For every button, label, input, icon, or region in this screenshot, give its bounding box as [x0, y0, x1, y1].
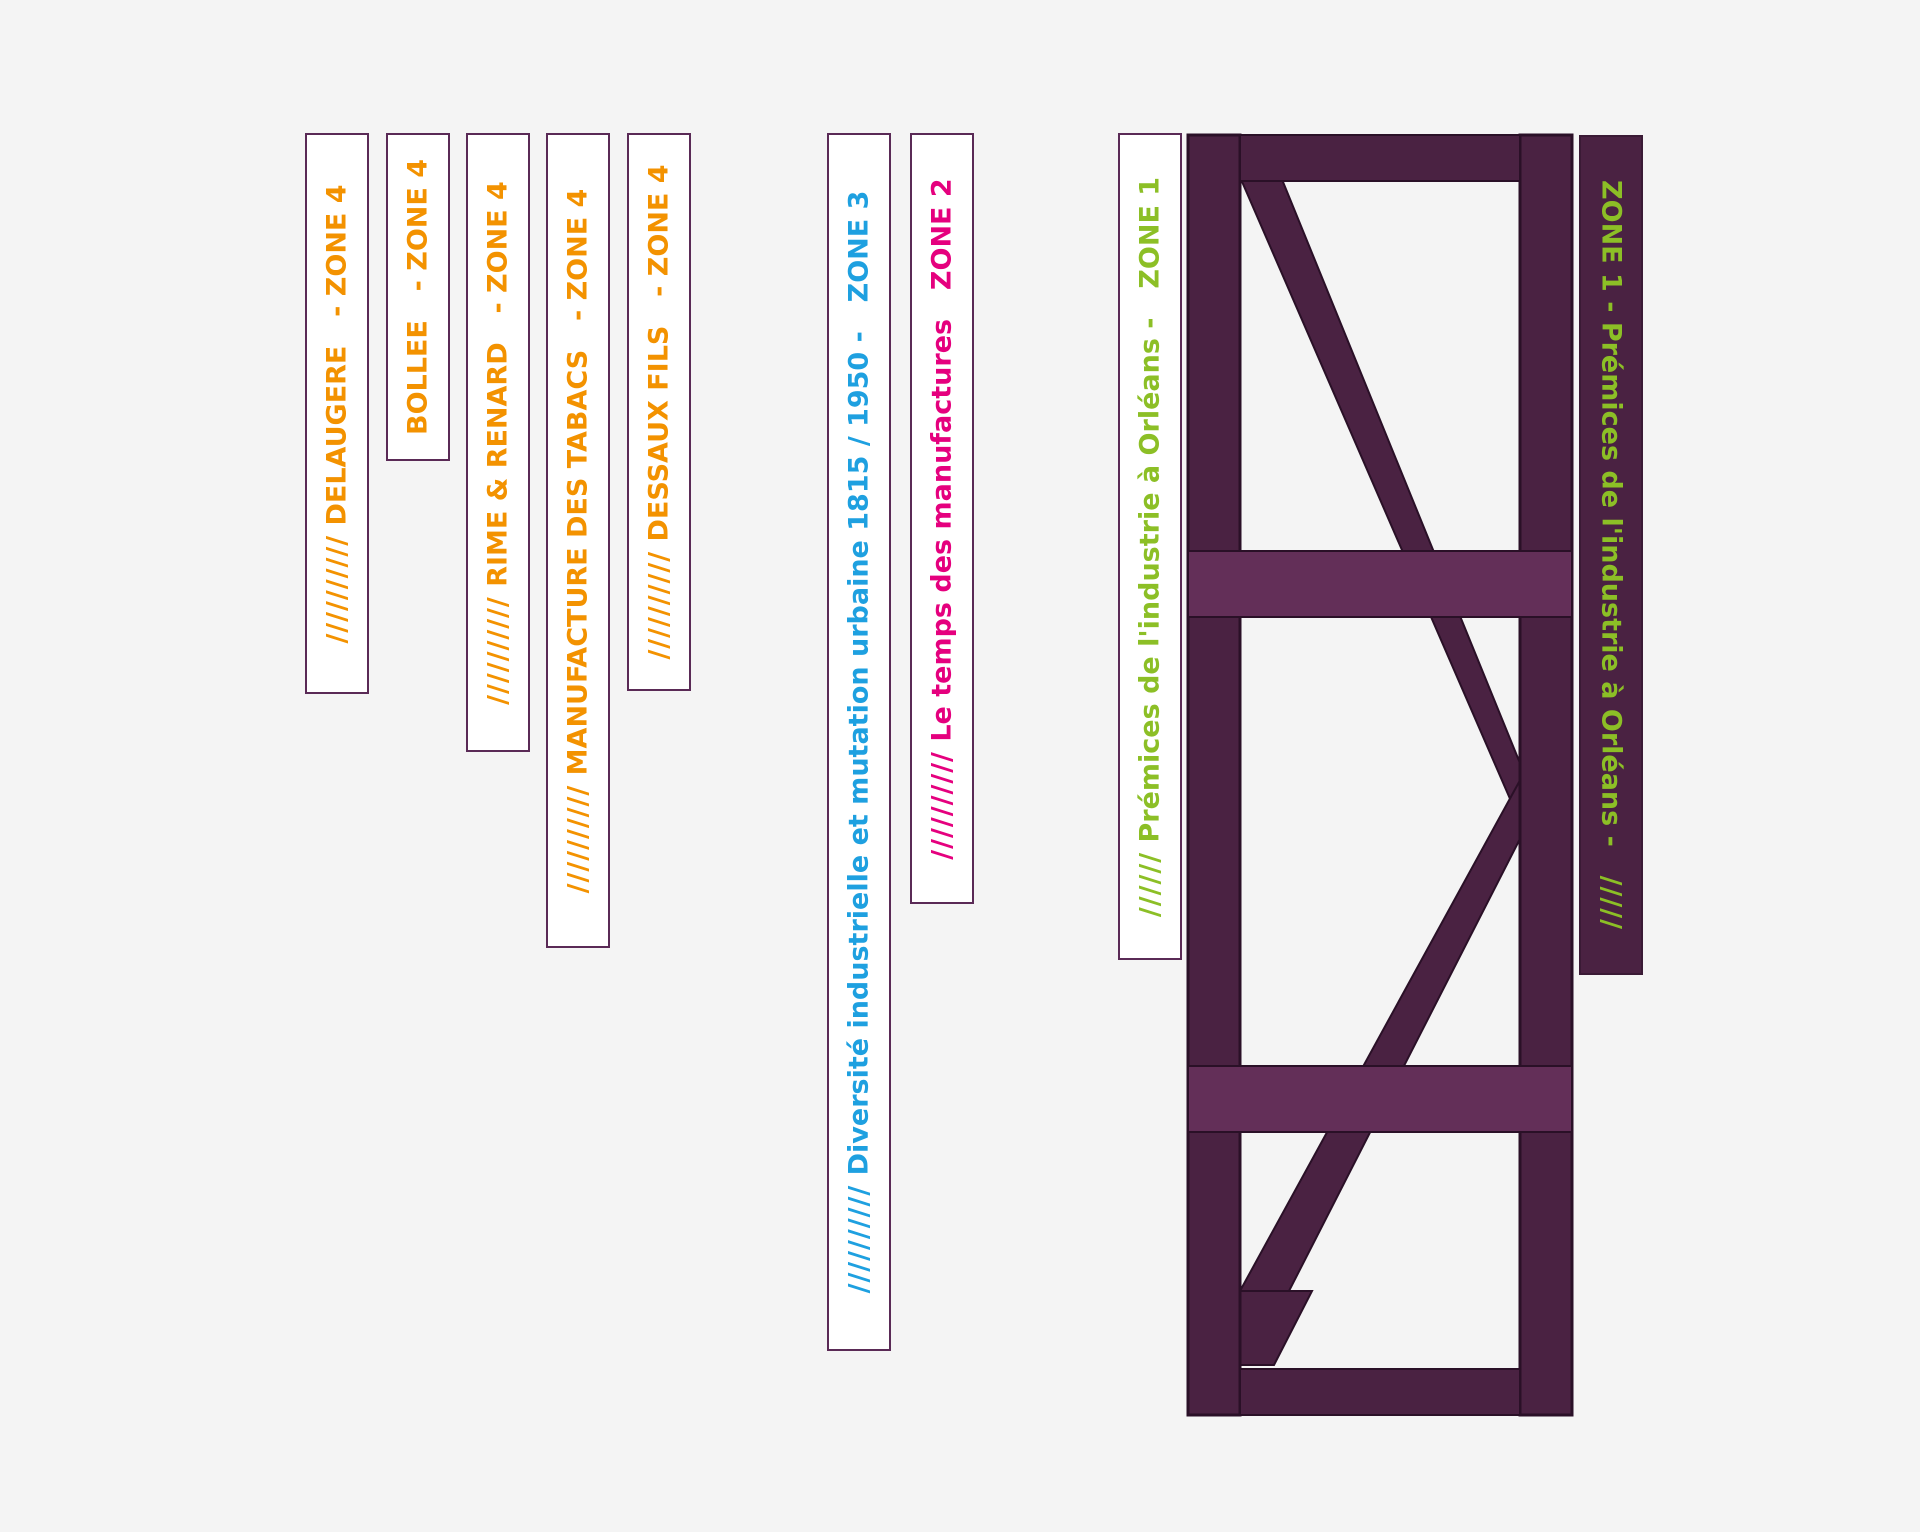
banner-zone1: ////// Prémices de l'industrie à Orléans… — [1118, 133, 1182, 960]
banner-zone3: ////////// Diversité industrielle et mut… — [827, 133, 891, 1351]
banner-rime-renard-label: ////////// RIME & RENARD - ZONE 4 — [482, 180, 514, 705]
banner-manufacture-tabacs-zone: - ZONE 4 — [562, 188, 594, 321]
banner-zone2-hatch: ////////// — [926, 750, 958, 860]
frame-brace-upper-left — [1238, 176, 1525, 832]
banner-zone1-label: ////// Prémices de l'industrie à Orléans… — [1134, 176, 1166, 917]
banner-bollee-label: BOLLEE - ZONE 4 — [402, 158, 434, 436]
banner-manufacture-tabacs: ////////// MANUFACTURE DES TABACS - ZONE… — [546, 133, 610, 948]
banner-dessaux-fils: ////////// DESSAUX FILS - ZONE 4 — [627, 133, 691, 691]
banner-zone1-dark-hatch: ///// — [1595, 875, 1627, 930]
banner-delaugere: ////////// DELAUGERE - ZONE 4 — [305, 133, 369, 694]
frame-rail-top — [1239, 134, 1521, 182]
banner-rime-renard-name: RIME & RENARD — [482, 341, 514, 587]
timber-frame-diagram — [1186, 133, 1574, 1417]
frame-rail-middle-lower — [1187, 1065, 1573, 1133]
banner-rime-renard-zone: - ZONE 4 — [482, 180, 514, 314]
banner-delaugere-label: ////////// DELAUGERE - ZONE 4 — [321, 183, 353, 644]
banner-manufacture-tabacs-label: ////////// MANUFACTURE DES TABACS - ZONE… — [562, 188, 594, 893]
banner-zone1-name: Prémices de l'industrie à Orléans - — [1134, 316, 1166, 843]
frame-post-left — [1186, 133, 1242, 1417]
frame-rail-bottom — [1239, 1368, 1521, 1416]
banner-zone3-zone: ZONE 3 — [843, 190, 875, 303]
banner-zone1-dark: ZONE 1 - Prémices de l'industrie à Orléa… — [1579, 135, 1643, 975]
banner-bollee-zone: - ZONE 4 — [402, 158, 434, 292]
banner-bollee-name: BOLLEE — [402, 320, 434, 436]
banner-zone1-dark-zone: ZONE 1 - — [1595, 180, 1627, 313]
frame-brace-upper-right — [1238, 772, 1525, 1292]
banner-delaugere-name: DELAUGERE — [321, 345, 353, 526]
banner-zone2-zone: ZONE 2 — [926, 177, 958, 290]
banner-zone1-dark-label: ZONE 1 - Prémices de l'industrie à Orléa… — [1595, 180, 1627, 930]
banner-rime-renard-hatch: ////////// — [482, 595, 514, 705]
banner-manufacture-tabacs-hatch: ////////// — [562, 784, 594, 893]
banner-delaugere-zone: - ZONE 4 — [321, 183, 353, 317]
banner-manufacture-tabacs-name: MANUFACTURE DES TABACS — [562, 349, 594, 775]
banner-zone2-label: ////////// Le temps des manufactures ZON… — [926, 177, 958, 860]
banner-dessaux-fils-name: DESSAUX FILS — [643, 325, 675, 542]
banner-zone1-dark-name: Prémices de l'industrie à Orléans - — [1595, 321, 1627, 847]
banner-zone1-hatch: ////// — [1134, 851, 1166, 917]
banner-bollee: BOLLEE - ZONE 4 — [386, 133, 450, 461]
banner-delaugere-hatch: ////////// — [321, 534, 353, 644]
banner-rime-renard: ////////// RIME & RENARD - ZONE 4 — [466, 133, 530, 752]
banner-zone3-label: ////////// Diversité industrielle et mut… — [843, 190, 875, 1294]
frame-post-right — [1518, 133, 1574, 1417]
frame-rail-middle-upper — [1187, 550, 1573, 618]
banner-dessaux-fils-zone: - ZONE 4 — [643, 164, 675, 297]
banner-dessaux-fils-hatch: ////////// — [643, 550, 675, 660]
banner-zone2: ////////// Le temps des manufactures ZON… — [910, 133, 974, 904]
banner-zone3-hatch: ////////// — [843, 1184, 875, 1294]
banner-zone2-name: Le temps des manufactures — [926, 318, 958, 742]
frame-brace-lower — [1239, 1290, 1314, 1366]
banner-zone3-name: Diversité industrielle et mutation urbai… — [843, 331, 875, 1176]
banner-dessaux-fils-label: ////////// DESSAUX FILS - ZONE 4 — [643, 164, 675, 660]
banner-zone1-zone: ZONE 1 — [1134, 176, 1166, 289]
